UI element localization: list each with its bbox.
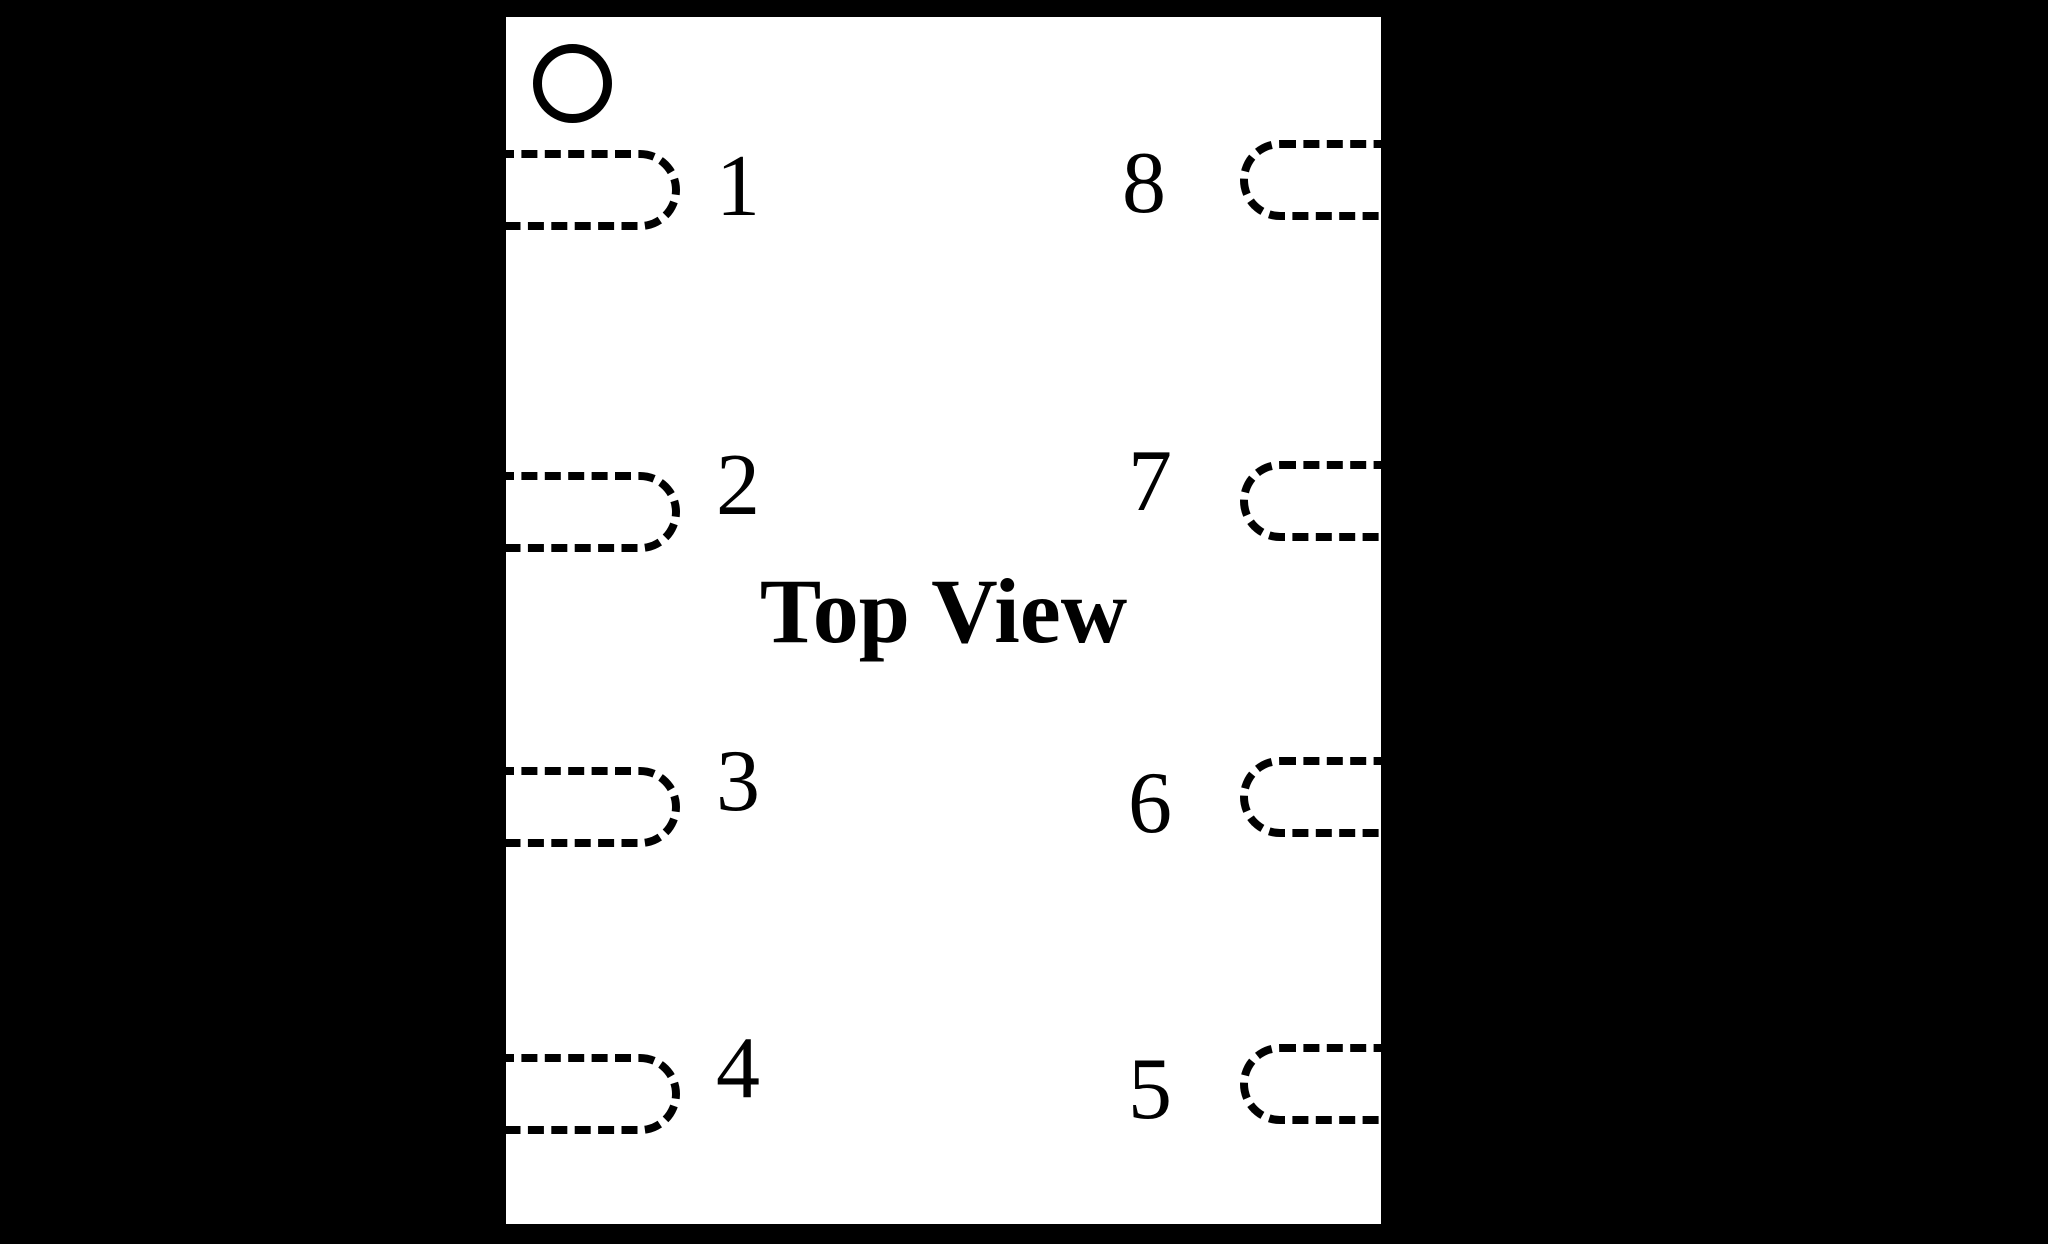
pin-number-label-5: 5: [1128, 1041, 1172, 1138]
pin-pad-7: [1240, 461, 1422, 541]
pin-number-label-7: 7: [1128, 433, 1172, 530]
pin-1-indicator-circle-icon: [533, 44, 612, 123]
pin-pad-5: [1240, 1044, 1422, 1124]
pin-pad-4: [498, 1054, 680, 1134]
pin-number-label-8: 8: [1122, 135, 1166, 232]
pin-number-label-1: 1: [716, 138, 760, 235]
pin-pad-3: [498, 767, 680, 847]
top-view-caption: Top View: [759, 560, 1128, 662]
pin-number-label-6: 6: [1128, 755, 1172, 852]
pin-pad-6: [1240, 757, 1422, 837]
pin-pad-8: [1240, 140, 1422, 220]
pin-number-label-2: 2: [716, 437, 760, 534]
pin-number-label-4: 4: [716, 1020, 760, 1117]
pin-pad-1: [498, 150, 680, 230]
pin-number-label-3: 3: [716, 733, 760, 830]
pin-pad-2: [498, 472, 680, 552]
